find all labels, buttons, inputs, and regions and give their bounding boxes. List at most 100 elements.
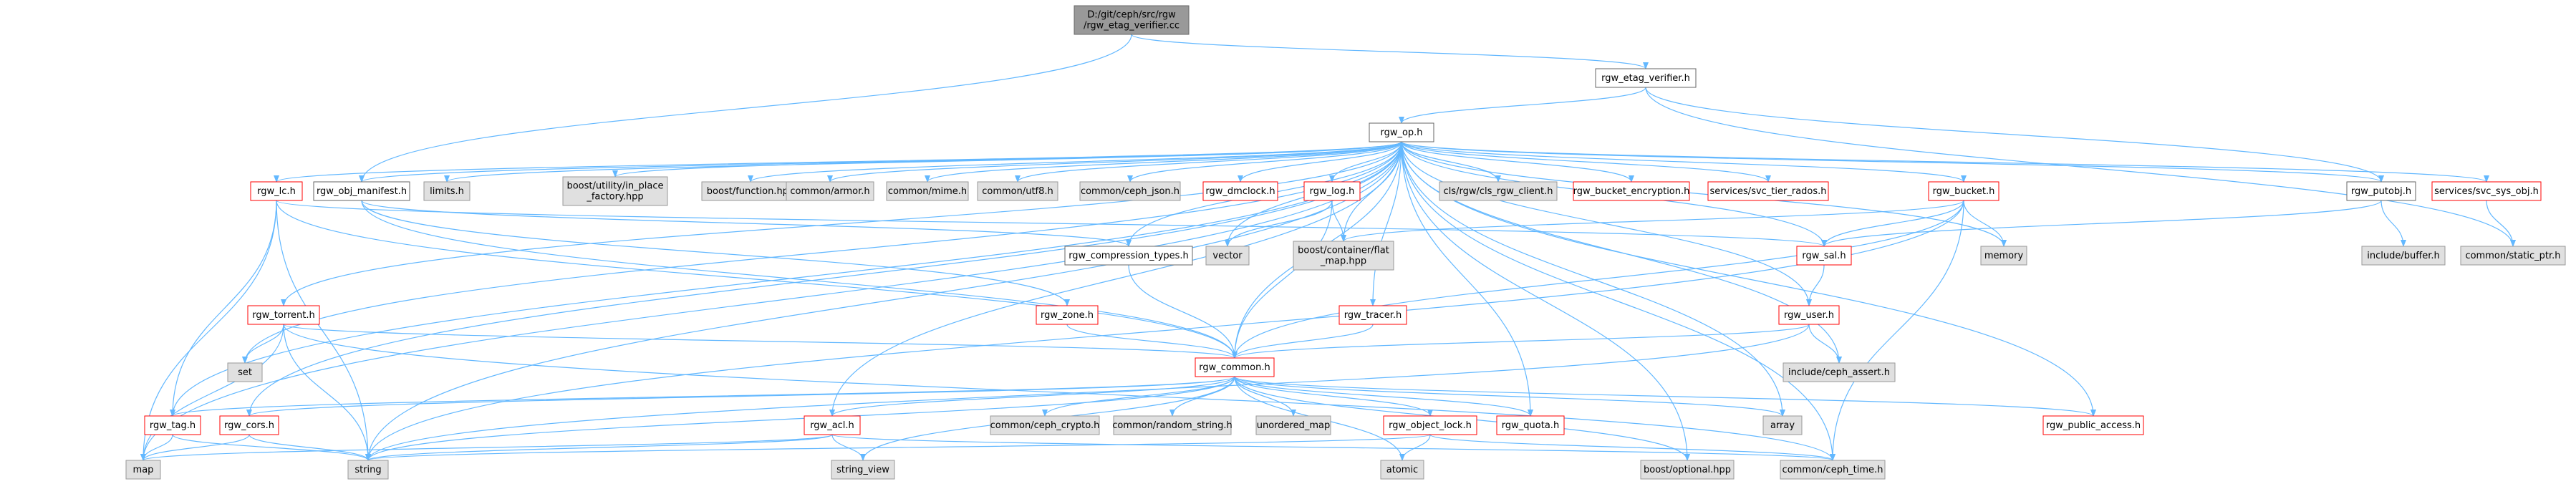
node-label: services/svc_tier_rados.h — [1709, 186, 1826, 197]
node-box — [1113, 415, 1232, 435]
node-box — [125, 460, 161, 480]
node-label: rgw_torrent.h — [252, 310, 314, 321]
node-label: include/buffer.h — [2367, 251, 2439, 261]
node-rgw-putobj-h[interactable]: rgw_putobj.h — [2346, 181, 2416, 201]
node-services-svc-sys-obj-h[interactable]: services/svc_sys_obj.h — [2431, 181, 2542, 201]
edge-rgw_op_h-to-common_ceph_json_h — [1127, 141, 1402, 183]
edge-rgw_sal_h-to-rgw_user_h — [1806, 264, 1825, 306]
node-rgw-etag-verifier-h[interactable]: rgw_etag_verifier.h — [1595, 68, 1697, 88]
node-box — [786, 181, 874, 201]
node-rgw-acl-h[interactable]: rgw_acl.h — [804, 415, 861, 435]
node-rgw-log-h[interactable]: rgw_log.h — [1303, 181, 1361, 201]
node-box — [2431, 181, 2542, 201]
node-label: array — [1770, 420, 1795, 431]
edge-rgw_op_h-to-rgw_tracer_h — [1370, 141, 1402, 306]
node-box — [247, 305, 320, 325]
edge-rgw_lc_h-to-rgw_tag_h — [170, 200, 277, 417]
edge-rgw_bucket_h-to-string — [365, 200, 1964, 461]
node-label: include/ceph_assert.h — [1788, 367, 1890, 378]
node-box — [423, 181, 471, 201]
node-rgw-sal-h[interactable]: rgw_sal.h — [1796, 246, 1852, 266]
node-layer: D:/git/ceph/src/rgw/rgw_etag_verifier.cc… — [125, 5, 2566, 480]
node-rgw-obj-manifest-h[interactable]: rgw_obj_manifest.h — [313, 181, 410, 201]
node-root[interactable]: D:/git/ceph/src/rgw/rgw_etag_verifier.cc — [1074, 5, 1190, 35]
edge-rgw_etag_verifier_h-to-common_static_ptr_h — [1645, 87, 2516, 247]
node-boost-optional-hpp: boost/optional.hpp — [1640, 460, 1735, 480]
edge-rgw_lc_h-to-map — [140, 200, 277, 461]
edge-rgw_torrent_h-to-map — [140, 324, 284, 461]
edge-rgw_common_h-to-rgw_acl_h — [829, 376, 1235, 417]
node-rgw-lc-h[interactable]: rgw_lc.h — [250, 181, 303, 201]
edge-rgw_bucket_h-to-rgw_common_h — [1232, 200, 1964, 359]
node-box — [1496, 415, 1565, 435]
node-box — [1202, 181, 1278, 201]
node-rgw-op-h[interactable]: rgw_op.h — [1369, 122, 1434, 142]
edge-rgw_object_lock_h-to-common_ceph_time_h — [1429, 434, 1835, 461]
node-label: rgw_putobj.h — [2351, 186, 2411, 197]
node-box — [1383, 415, 1477, 435]
node-rgw-tracer-h[interactable]: rgw_tracer.h — [1338, 305, 1407, 325]
node-label: D:/git/ceph/src/rgw — [1087, 10, 1176, 21]
node-label: limits.h — [430, 186, 464, 197]
node-common-mime-h: common/mime.h — [886, 181, 969, 201]
node-rgw-common-h[interactable]: rgw_common.h — [1195, 357, 1275, 377]
node-rgw-tag-h[interactable]: rgw_tag.h — [144, 415, 201, 435]
node-box — [1036, 305, 1099, 325]
edge-rgw_op_h-to-common_mime_h — [925, 141, 1402, 183]
node-rgw-torrent-h[interactable]: rgw_torrent.h — [247, 305, 320, 325]
node-box — [831, 460, 895, 480]
node-box — [2042, 415, 2144, 435]
node-box — [1293, 241, 1394, 271]
edge-rgw_common_h-to-common_ceph_crypto_h — [1042, 376, 1235, 417]
edge-rgw_common_h-to-rgw_cors_h — [246, 376, 1235, 417]
node-label: rgw_common.h — [1199, 362, 1270, 373]
node-rgw-compression-types-h[interactable]: rgw_compression_types.h — [1064, 246, 1193, 266]
node-set: set — [227, 362, 263, 382]
node-box — [1762, 415, 1803, 435]
node-rgw-user-h[interactable]: rgw_user.h — [1778, 305, 1840, 325]
node-label: vector — [1212, 251, 1243, 261]
node-box — [2361, 246, 2446, 266]
edge-rgw_op_h-to-rgw_acl_h — [829, 141, 1402, 417]
edge-rgw_tag_h-to-string — [172, 434, 371, 461]
edge-rgw_op_h-to-services_svc_sys_obj_h — [1401, 141, 2489, 183]
node-unordered-map: unordered_map — [1255, 415, 1331, 435]
node-rgw-cors-h[interactable]: rgw_cors.h — [219, 415, 279, 435]
node-rgw-bucket-h[interactable]: rgw_bucket.h — [1928, 181, 1999, 201]
node-box — [347, 460, 389, 480]
node-label: boost/utility/in_place — [566, 181, 663, 192]
node-box — [1573, 181, 1690, 201]
edge-rgw_torrent_h-to-string — [283, 324, 371, 461]
node-box — [1074, 5, 1190, 35]
node-rgw-dmclock-h[interactable]: rgw_dmclock.h — [1202, 181, 1278, 201]
edge-rgw_common_h-to-array — [1234, 376, 1785, 417]
node-array: array — [1762, 415, 1803, 435]
node-label: boost/container/flat — [1298, 246, 1389, 256]
node-services-svc-tier-rados-h[interactable]: services/svc_tier_rados.h — [1707, 181, 1829, 201]
node-box — [313, 181, 410, 201]
edge-rgw_torrent_h-to-set — [242, 324, 284, 364]
edge-rgw_acl_h-to-string_view — [831, 434, 866, 461]
node-label: common/ceph_json.h — [1081, 186, 1180, 197]
edge-rgw_log_h-to-rgw_common_h — [1232, 200, 1333, 359]
node-rgw-object-lock-h[interactable]: rgw_object_lock.h — [1383, 415, 1477, 435]
edge-rgw_zone_h-to-rgw_common_h — [1066, 324, 1238, 359]
node-label: common/mime.h — [888, 186, 967, 197]
node-label: string_view — [836, 465, 889, 475]
edge-rgw_op_h-to-common_utf8_h — [1015, 141, 1402, 183]
node-box — [1980, 246, 2027, 266]
node-rgw-quota-h[interactable]: rgw_quota.h — [1496, 415, 1565, 435]
edge-rgw_compression_types_h-to-rgw_common_h — [1128, 264, 1238, 359]
node-label: boost/optional.hpp — [1644, 465, 1731, 475]
edge-rgw_putobj_h-to-rgw_sal_h — [1821, 200, 2382, 247]
node-box — [1195, 357, 1275, 377]
node-include-ceph-assert-h: include/ceph_assert.h — [1783, 362, 1896, 382]
node-rgw-public-access-h[interactable]: rgw_public_access.h — [2042, 415, 2144, 435]
edge-rgw_common_h-to-string — [365, 376, 1235, 461]
node-rgw-zone-h[interactable]: rgw_zone.h — [1036, 305, 1099, 325]
node-box — [1255, 415, 1331, 435]
edge-services_svc_sys_obj_h-to-common_static_ptr_h — [2486, 200, 2516, 247]
node-rgw-bucket-encryption-h[interactable]: rgw_bucket_encryption.h — [1573, 181, 1690, 201]
edge-rgw_lc_h-to-rgw_common_h — [276, 200, 1238, 359]
